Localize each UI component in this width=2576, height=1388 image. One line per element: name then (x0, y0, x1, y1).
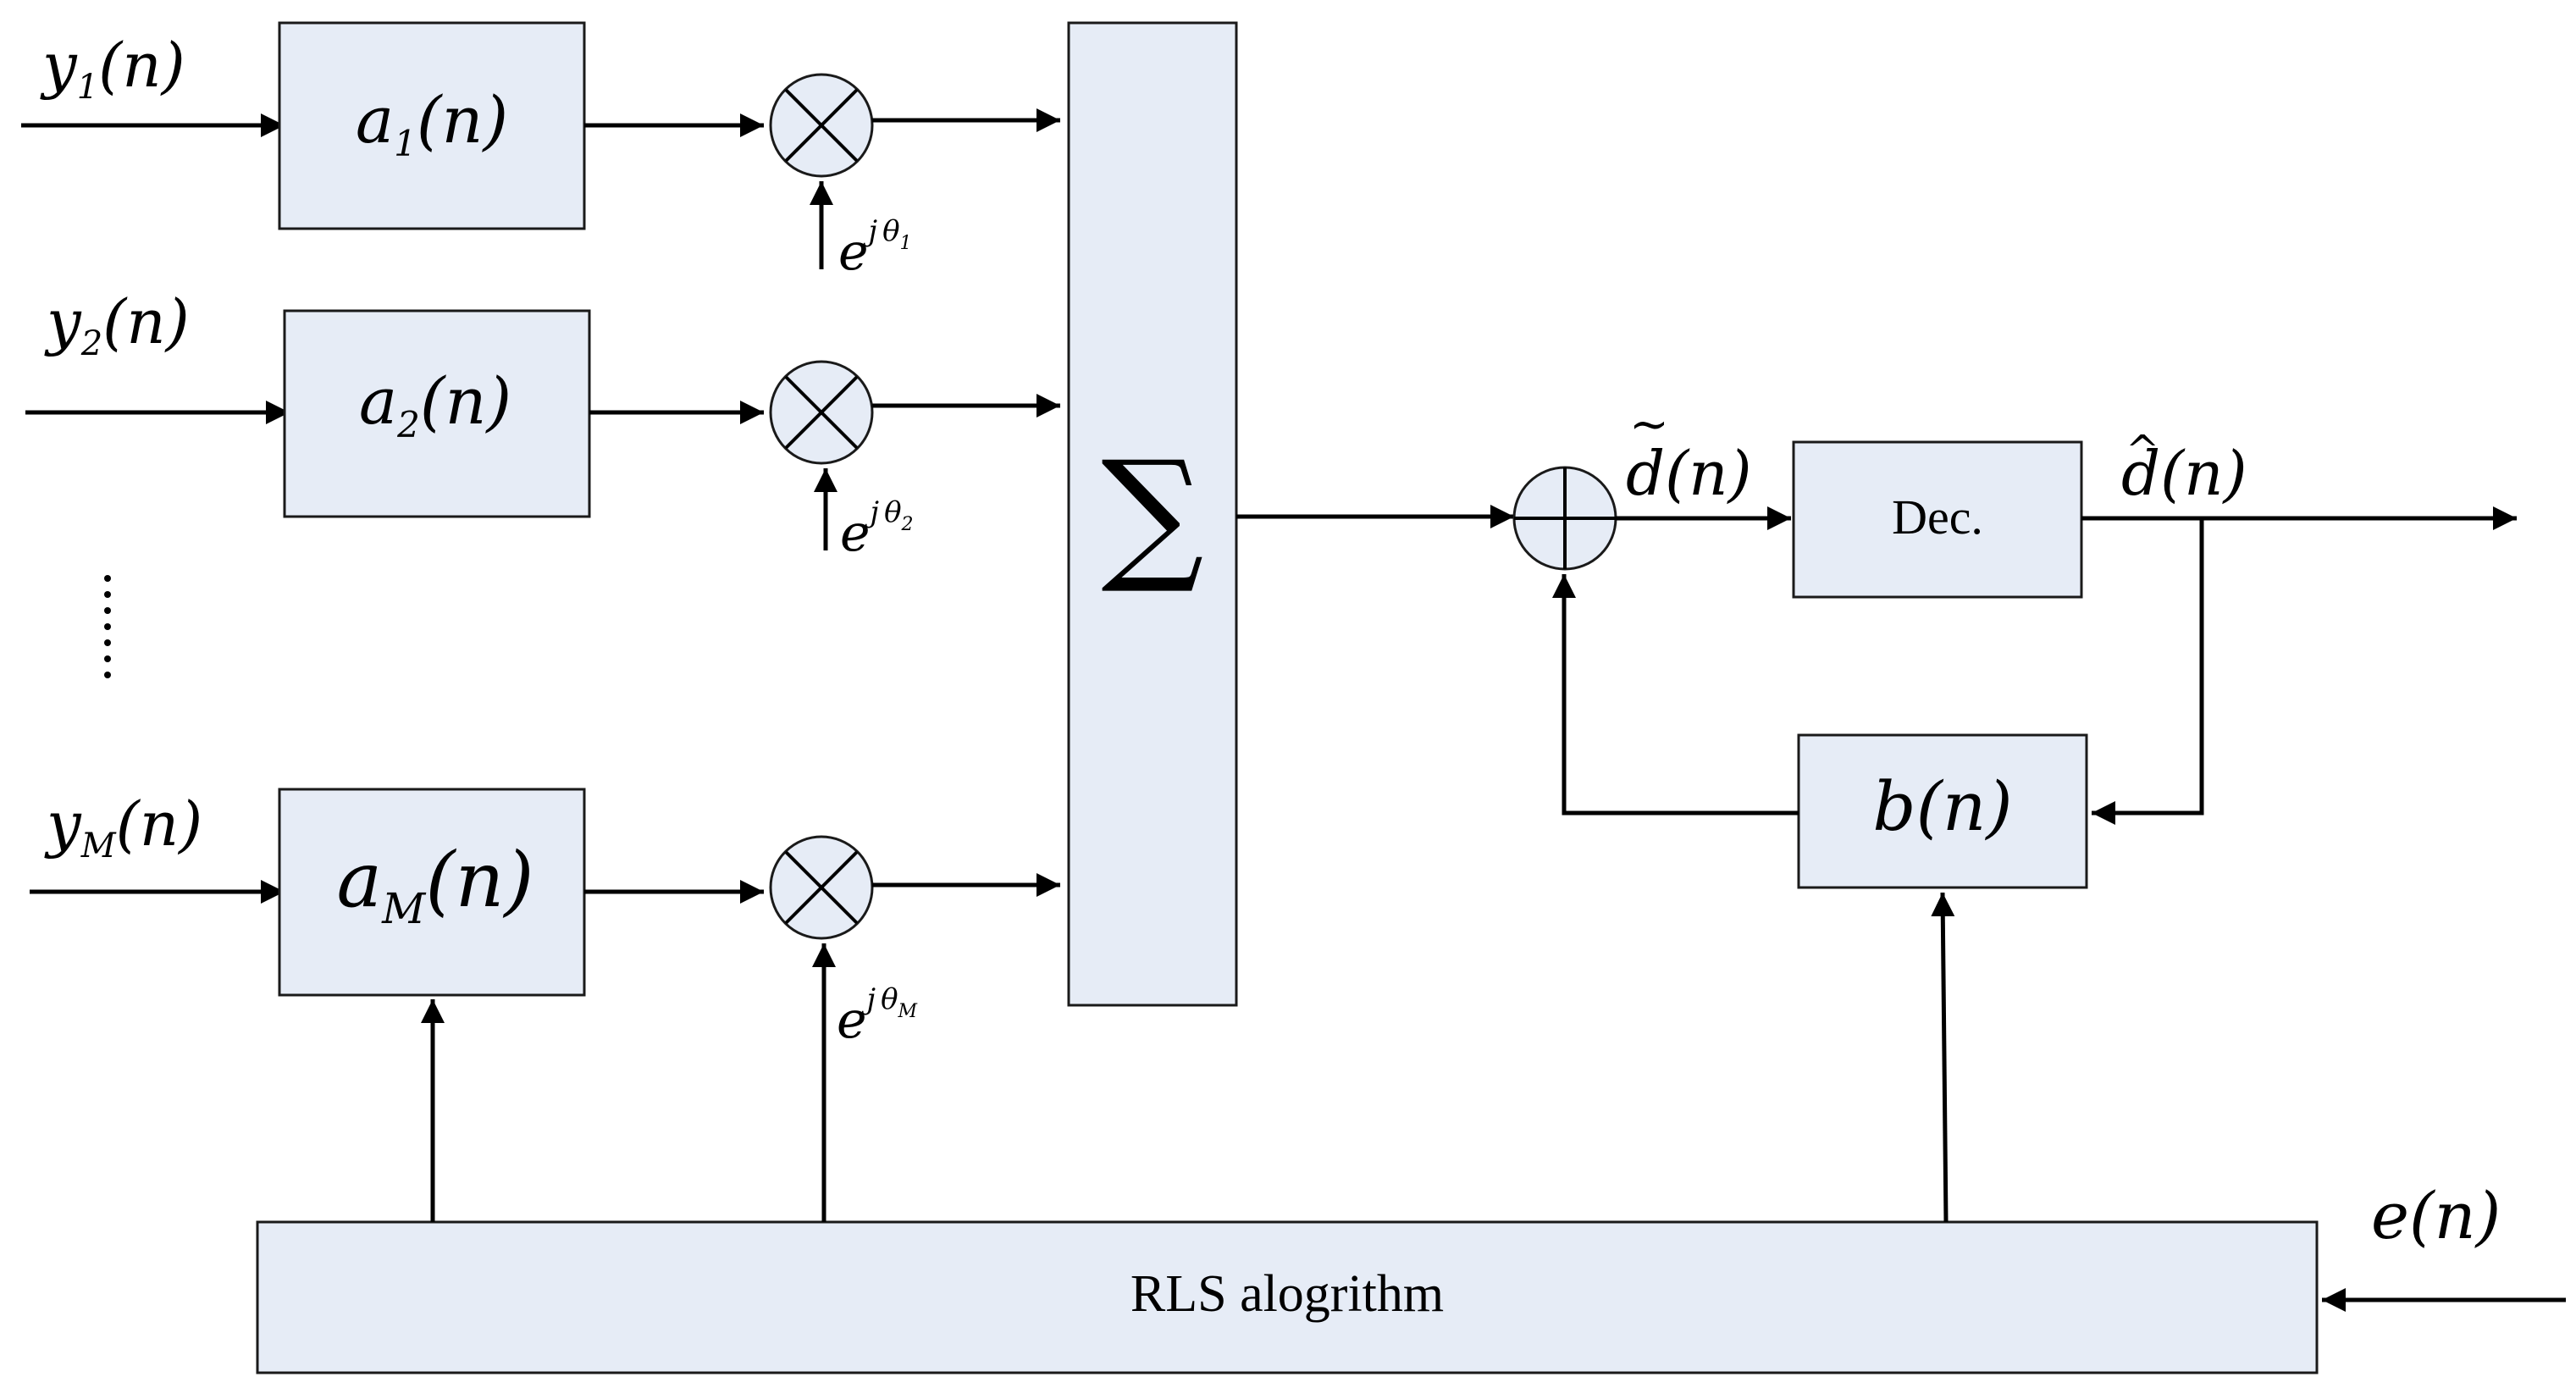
input-signal-2-label: y2(n) (44, 286, 190, 363)
mixer-1 (769, 73, 874, 178)
weight-1-label: a1(n) (356, 82, 508, 164)
feedback-filter-label: b(n) (1872, 767, 2012, 846)
input-signal-1-label: y1(n) (40, 30, 185, 107)
weight-block-2 (283, 309, 591, 518)
mixer-2 (769, 360, 874, 465)
d-tilde-accent: ~ (1629, 397, 1669, 452)
d-hat-accent: ^ (2125, 427, 2159, 474)
branch-ellipsis (104, 575, 111, 678)
weight-M-label: aM(n) (336, 836, 533, 933)
feedback-to-adder-arrow (1552, 574, 1799, 816)
feedback-filter-block (1797, 733, 2088, 889)
decision-block (1792, 440, 2083, 599)
decision-label: Dec. (1892, 489, 1983, 545)
d-tilde-label: d(n) (1626, 438, 1752, 509)
mixer-M (769, 835, 874, 940)
feedback-adder (1512, 466, 1617, 571)
rls-label: RLS alogrithm (1130, 1265, 1444, 1323)
weight-block-1 (278, 21, 586, 230)
error-signal-label: e(n) (2371, 1178, 2501, 1253)
rls-algorithm-block (256, 1220, 2319, 1374)
weight-2-label: a2(n) (359, 363, 511, 445)
summation-symbol: ∑ (1101, 430, 1203, 598)
input-signal-M-label: yM(n) (44, 788, 202, 865)
d-hat-label: d(n) (2121, 438, 2247, 509)
weight-block-M (278, 788, 586, 997)
summation-block (1067, 21, 1238, 1007)
rls-to-feedback-filter-arrow (1931, 892, 1955, 1223)
output-to-feedback-filter-arrow (2092, 518, 2204, 825)
